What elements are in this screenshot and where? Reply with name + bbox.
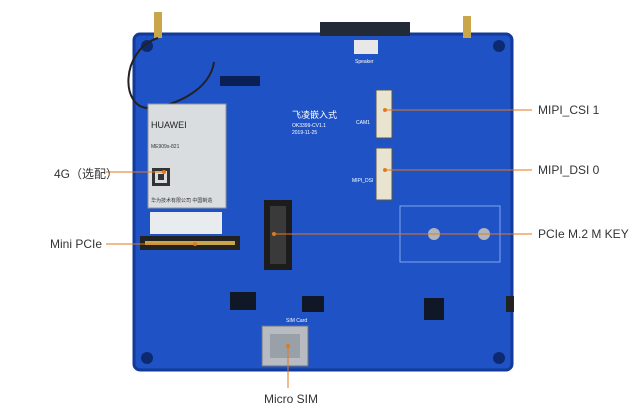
- cam-silk: CAM1: [356, 120, 370, 126]
- mipi-csi-connector: [375, 89, 393, 139]
- board-company: 飞凌嵌入式: [292, 109, 337, 120]
- callout-lines: [106, 109, 532, 388]
- mount-hole: [493, 40, 505, 52]
- m2-gold: [270, 206, 286, 264]
- antenna-connector: [463, 16, 471, 38]
- chip: [302, 296, 324, 312]
- antenna-connector: [154, 12, 162, 38]
- header-top: [320, 22, 410, 36]
- callout-dots: [162, 108, 387, 348]
- label-4g: 4G（选配）: [54, 167, 119, 181]
- micro-sim-socket-inner: [270, 334, 300, 358]
- callout-dot-4g: [162, 170, 166, 174]
- callout-dot-pcie-m2: [272, 232, 276, 236]
- module-vendor: 华为技术有限公司 中国制造: [151, 197, 212, 204]
- sim-card-silk: SIM Card: [286, 318, 307, 324]
- chip: [230, 292, 256, 310]
- header-top: [220, 76, 260, 86]
- mount-hole: [493, 352, 505, 364]
- callout-dot-micro-sim: [286, 344, 290, 348]
- pcb-board: [134, 34, 512, 370]
- side-button: [506, 296, 514, 312]
- mini-pcie-card: [150, 212, 222, 234]
- callout-dot-mipi-csi: [383, 108, 387, 112]
- mipi-dsi-silk: MIPI_DSI: [352, 178, 373, 184]
- mini-pcie-gold: [145, 241, 235, 245]
- label-mipi-dsi: MIPI_DSI 0: [538, 163, 600, 177]
- board-id: OK3399-CV1.1: [292, 123, 326, 129]
- board-date: 2019-11-25: [292, 130, 317, 136]
- module-brand: HUAWEI: [151, 120, 187, 130]
- callout-dot-mipi-dsi: [383, 168, 387, 172]
- label-pcie-m2: PCIe M.2 M KEY: [538, 227, 629, 241]
- qr-code-dot: [158, 174, 164, 180]
- chip: [424, 298, 444, 320]
- 4g-module: [147, 103, 227, 209]
- mount-hole: [141, 40, 153, 52]
- speaker-connector: [354, 40, 378, 54]
- mount-hole: [141, 352, 153, 364]
- label-mipi-csi: MIPI_CSI 1: [538, 103, 600, 117]
- label-mini-pcie: Mini PCIe: [50, 237, 103, 251]
- speaker-silk: Speaker: [355, 59, 374, 65]
- module-model: ME909s-821: [151, 144, 180, 150]
- callout-dot-mini-pcie: [193, 242, 197, 246]
- mipi-dsi-connector: [375, 147, 393, 201]
- label-micro-sim: Micro SIM: [264, 392, 318, 406]
